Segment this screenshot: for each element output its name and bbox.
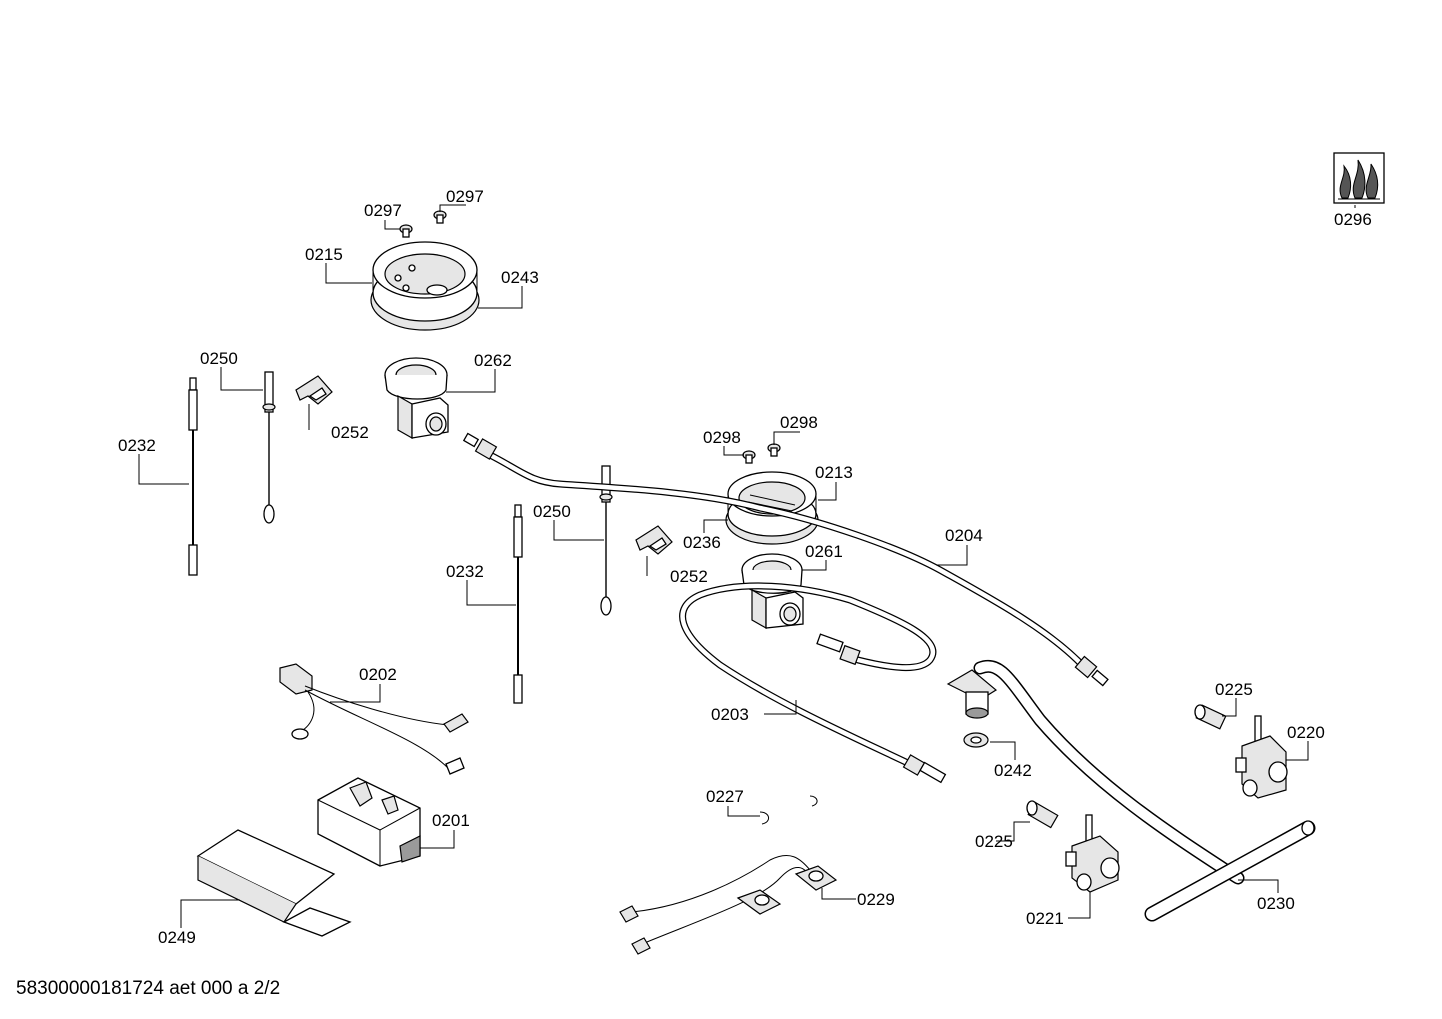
burner-body-large bbox=[384, 357, 449, 440]
label-0230: 0230 bbox=[1257, 894, 1295, 913]
cable-harness-0202 bbox=[279, 663, 469, 775]
label-0250-left: 0250 bbox=[200, 349, 238, 368]
screw-icon bbox=[433, 210, 447, 224]
label-0296: 0296 bbox=[1334, 210, 1372, 229]
gas-rail-0230 bbox=[946, 659, 1316, 922]
screw-icon bbox=[742, 450, 756, 464]
label-0262: 0262 bbox=[474, 351, 512, 370]
label-0232-left: 0232 bbox=[118, 436, 156, 455]
label-0297-left: 0297 bbox=[364, 201, 402, 220]
label-0242: 0242 bbox=[994, 761, 1032, 780]
label-0227: 0227 bbox=[706, 787, 744, 806]
label-0220: 0220 bbox=[1287, 723, 1325, 742]
label-0202: 0202 bbox=[359, 665, 397, 684]
label-0215: 0215 bbox=[305, 245, 343, 264]
label-0249: 0249 bbox=[158, 928, 196, 947]
ignition-electrode-left bbox=[262, 371, 276, 524]
label-0221: 0221 bbox=[1026, 909, 1064, 928]
label-0250-middle: 0250 bbox=[533, 502, 571, 521]
label-0243: 0243 bbox=[501, 268, 539, 287]
screw-icon bbox=[767, 443, 781, 457]
label-0297-right: 0297 bbox=[446, 187, 484, 206]
thermocouple-middle bbox=[513, 504, 523, 704]
leader-lines bbox=[138, 204, 1356, 928]
nozzle-lower bbox=[1026, 800, 1059, 829]
spring-clip-middle bbox=[635, 525, 673, 555]
label-0225-upper: 0225 bbox=[1215, 680, 1253, 699]
gas-pipe-0204 bbox=[462, 432, 1109, 687]
label-0298-right: 0298 bbox=[780, 413, 818, 432]
label-0204: 0204 bbox=[945, 526, 983, 545]
nozzle-upper bbox=[1194, 704, 1227, 730]
screw-icon bbox=[399, 224, 413, 238]
gas-pipe-0203 bbox=[679, 582, 947, 784]
cover-plate-0249 bbox=[196, 829, 352, 937]
label-0252-middle: 0252 bbox=[670, 567, 708, 586]
document-footer-id: 58300000181724 aet 000 a 2/2 bbox=[16, 978, 281, 999]
label-0213: 0213 bbox=[815, 463, 853, 482]
retaining-clip-0227 bbox=[759, 795, 818, 825]
label-0298-left: 0298 bbox=[703, 428, 741, 447]
burner-ring-large bbox=[370, 241, 480, 331]
label-0232-middle: 0232 bbox=[446, 562, 484, 581]
washer-0242 bbox=[963, 732, 989, 748]
label-0252-left: 0252 bbox=[331, 423, 369, 442]
label-0261: 0261 bbox=[805, 542, 843, 561]
ignition-harness-0229 bbox=[619, 855, 838, 955]
ignition-module-0201 bbox=[317, 777, 421, 867]
gas-valve-0220 bbox=[1235, 715, 1288, 799]
spring-clip-left bbox=[295, 375, 333, 405]
label-0236: 0236 bbox=[683, 533, 721, 552]
flame-label-icon bbox=[1333, 152, 1385, 204]
gas-valve-0221 bbox=[1065, 814, 1120, 893]
thermocouple-left bbox=[188, 377, 198, 576]
label-0203: 0203 bbox=[711, 705, 749, 724]
label-0201: 0201 bbox=[432, 811, 470, 830]
label-0225-lower: 0225 bbox=[975, 832, 1013, 851]
label-0229: 0229 bbox=[857, 890, 895, 909]
